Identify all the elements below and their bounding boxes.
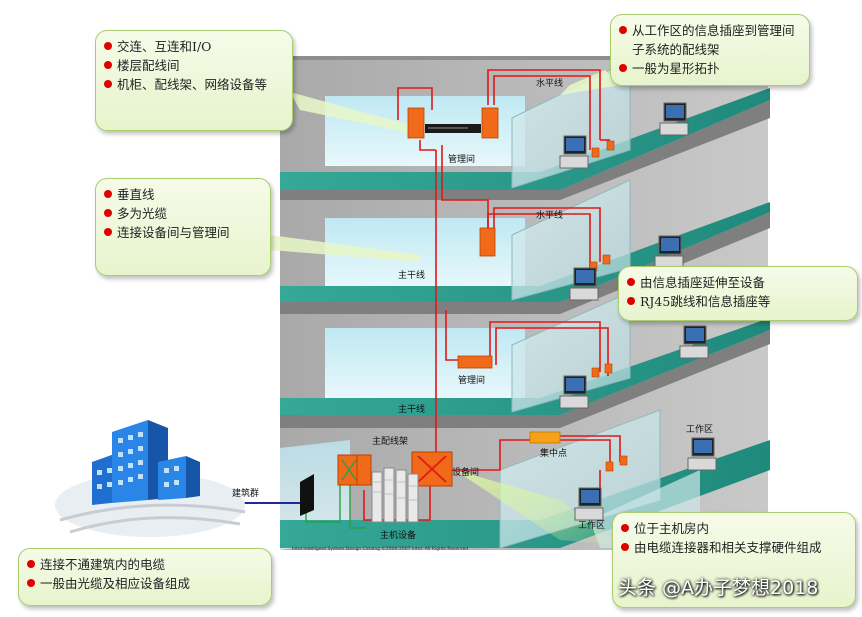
- top-telecom-room: [407, 107, 499, 139]
- computer-icon: [569, 267, 599, 301]
- label-work-area-bottom: 工作区: [578, 519, 605, 531]
- callout-text: 连接设备间与管理间: [117, 225, 230, 240]
- callout-text: 一般由光缆及相应设备组成: [40, 576, 191, 591]
- label-consolidation-point: 集中点: [540, 447, 567, 459]
- callout-campus-subsystem: 连接不通建筑内的电缆 一般由光缆及相应设备组成: [18, 548, 272, 606]
- callout-horizontal-subsystem: 从工作区的信息插座到管理间子系统的配线架 一般为星形拓扑: [610, 14, 810, 86]
- callout-text: 从工作区的信息插座到管理间子系统的配线架: [632, 23, 795, 57]
- highlight-beam-equipment: [455, 470, 620, 545]
- computer-icon: [679, 325, 709, 359]
- computer-icon: [659, 102, 689, 136]
- callout-backbone-subsystem: 垂直线 多为光缆 连接设备间与管理间: [95, 178, 271, 276]
- bullet-icon: [104, 209, 112, 217]
- callout-text: 交连、互连和I/O: [117, 39, 212, 54]
- label-host-equipment: 主机设备: [380, 529, 416, 541]
- bullet-icon: [627, 297, 635, 305]
- label-work-area-right: 工作区: [686, 423, 713, 435]
- footer-caption: Intel Intelligent System Design Catalog …: [292, 545, 468, 552]
- label-telecom-room-low: 管理间: [458, 374, 485, 386]
- callout-work-area-subsystem: 由信息插座延伸至设备 RJ45跳线和信息插座等: [618, 266, 858, 321]
- label-backbone-upper: 主干线: [398, 269, 425, 281]
- bullet-icon: [27, 560, 35, 568]
- label-main-distribution-frame: 主配线架: [372, 435, 408, 447]
- bullet-icon: [619, 26, 627, 34]
- label-horizontal-top: 水平线: [536, 77, 563, 89]
- label-building-group: 建筑群: [232, 487, 259, 499]
- bullet-icon: [621, 524, 629, 532]
- computer-icon: [559, 375, 589, 409]
- bullet-icon: [104, 61, 112, 69]
- computer-icon: [654, 235, 684, 269]
- callout-text: 一般为星形拓扑: [632, 61, 720, 76]
- callout-text: 由电缆连接器和相关支撑硬件组成: [634, 540, 822, 555]
- callout-text: 由信息插座延伸至设备: [640, 275, 766, 290]
- highlight-beam-backbone: [270, 235, 420, 262]
- callout-text: 多为光缆: [117, 206, 168, 221]
- floor2-distribution-panel: [457, 355, 493, 369]
- computer-icon: [574, 487, 604, 521]
- callout-text: 垂直线: [117, 187, 155, 202]
- equipment-room-cross-connect: [411, 451, 453, 487]
- computer-icon: [559, 135, 589, 169]
- bullet-icon: [104, 42, 112, 50]
- label-telecom-room-top: 管理间: [448, 153, 475, 165]
- floor3-distribution-panel: [479, 227, 496, 257]
- label-equipment-room: 设备间: [452, 466, 479, 478]
- bullet-icon: [621, 543, 629, 551]
- outlets: [589, 140, 628, 472]
- highlight-beam-admin: [290, 92, 420, 135]
- cabling: [363, 69, 621, 521]
- bullet-icon: [104, 80, 112, 88]
- computer-icon: [687, 437, 717, 471]
- callout-text: 机柜、配线架、网络设备等: [117, 77, 268, 92]
- bullet-icon: [627, 278, 635, 286]
- bullet-icon: [104, 190, 112, 198]
- callout-text: 楼层配线间: [117, 58, 180, 73]
- callout-equipment-room-subsystem: 位于主机房内 由电缆连接器和相关支撑硬件组成: [612, 512, 856, 608]
- campus-buildings-icon: [55, 420, 246, 537]
- main-distribution-frame: [337, 454, 372, 486]
- callout-admin-subsystem: 交连、互连和I/O 楼层配线间 机柜、配线架、网络设备等: [95, 30, 293, 131]
- callout-text: 连接不通建筑内的电缆: [40, 557, 166, 572]
- consolidation-point-box: [529, 431, 561, 444]
- campus-entrance-panel: [300, 474, 314, 516]
- callout-text: RJ45跳线和信息插座等: [640, 294, 771, 309]
- bullet-icon: [619, 64, 627, 72]
- bullet-icon: [104, 228, 112, 236]
- watermark: 头条 @A办子梦想2018: [618, 577, 819, 599]
- callout-text: 位于主机房内: [634, 521, 710, 536]
- label-horizontal-mid: 水平线: [536, 209, 563, 221]
- label-backbone-lower: 主干线: [398, 403, 425, 415]
- host-equipment-racks: [371, 467, 419, 523]
- bullet-icon: [27, 579, 35, 587]
